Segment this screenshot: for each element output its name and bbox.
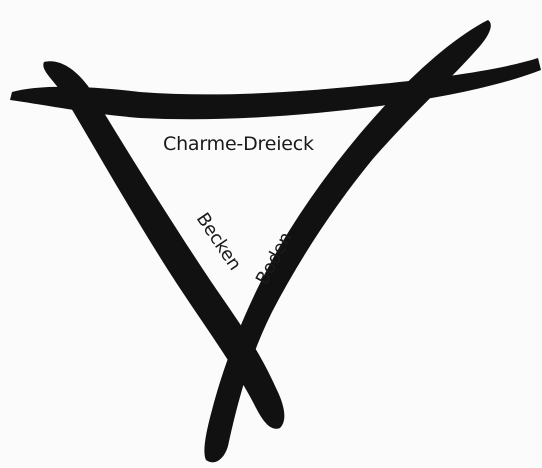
diagram-title: Charme-Dreieck [163, 133, 314, 155]
